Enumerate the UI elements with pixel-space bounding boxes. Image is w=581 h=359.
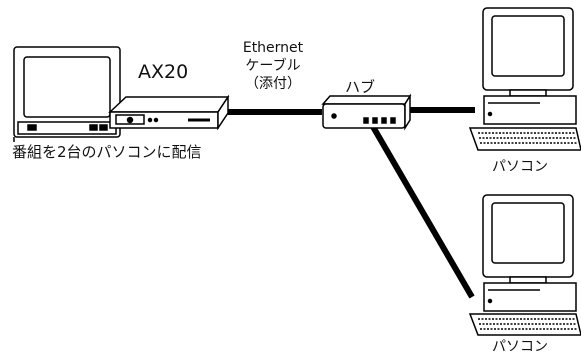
device-label: AX20 — [138, 61, 189, 83]
hub-icon — [321, 93, 412, 131]
pc1-label: パソコン — [492, 159, 548, 175]
cable-label-line1: Ethernet — [242, 40, 304, 56]
cables — [228, 107, 475, 299]
diagram-caption: 番組を2台のパソコンに配信 — [12, 143, 202, 161]
cable-label: Ethernet ケーブル （添付） — [228, 39, 318, 93]
computer-icon — [468, 194, 581, 336]
hub-label: ハブ — [345, 78, 376, 96]
tv-icon — [13, 46, 121, 142]
cable-hub-pc2 — [369, 123, 475, 299]
cable-label-line3: （添付） — [245, 76, 301, 92]
pc2-label: パソコン — [492, 339, 548, 355]
computer-icon — [468, 7, 581, 151]
ax20-box-icon — [108, 94, 230, 131]
cable-label-line2: ケーブル — [245, 58, 301, 74]
